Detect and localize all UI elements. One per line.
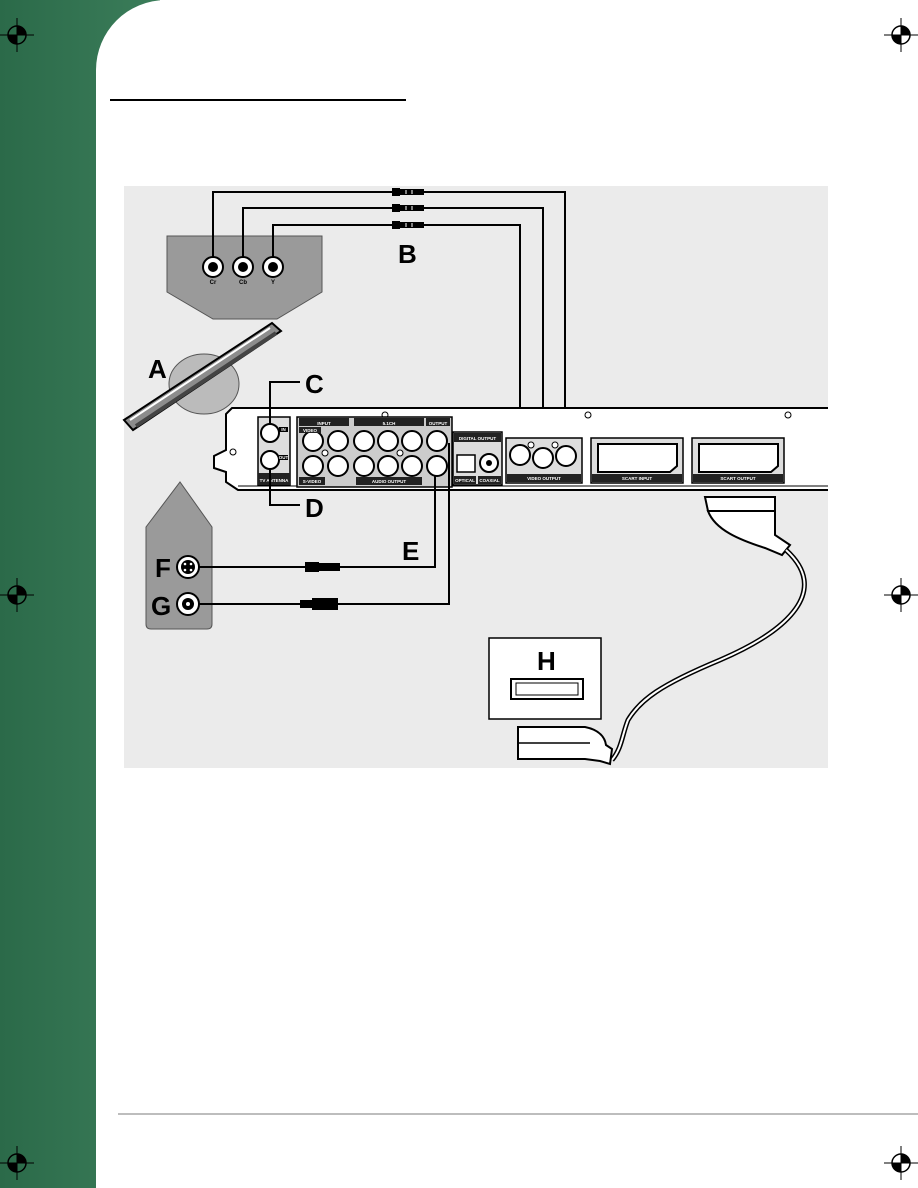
svideo-cable: [199, 476, 436, 572]
registration-mark-mid-right: [884, 578, 918, 612]
video-output-label: VIDEO OUTPUT: [527, 476, 561, 481]
video-jack-label: VIDEO: [303, 428, 318, 433]
digital-output-label: DIGITAL OUTPUT: [459, 436, 497, 441]
output-group-label: OUTPUT: [429, 421, 448, 426]
antenna-in-label: IN: [281, 427, 286, 432]
5-1ch-label: 5.1CH: [383, 421, 396, 426]
footer-rule: [118, 1113, 918, 1115]
label-f: F: [155, 553, 171, 583]
scart-input-label: SCART INPUT: [622, 476, 653, 481]
tv-side-input-panel: [145, 481, 213, 630]
cr-jack: [202, 256, 224, 278]
antenna-cables: [269, 381, 300, 506]
label-d: D: [305, 493, 324, 523]
label-a: A: [148, 354, 167, 384]
registration-mark-bottom-left: [0, 1146, 34, 1180]
component-cable-plugs: [392, 188, 424, 229]
scart-device-h: [488, 637, 602, 720]
tv-component-panel: Cr Cb Y: [166, 235, 323, 320]
tv-antenna-label: TV ANTENNA: [260, 478, 290, 483]
cr-jack-label: Cr: [210, 280, 217, 286]
tv-antenna-jacks: IN OUT TV ANTENNA: [257, 416, 291, 486]
registration-mark-bottom-right: [884, 1146, 918, 1180]
scart-output-port: SCART OUTPUT: [691, 437, 785, 484]
y-jack: [262, 256, 284, 278]
antenna-out-label: OUT: [279, 455, 289, 460]
input-group-label: INPUT: [317, 421, 331, 426]
coaxial-label: COAXIAL: [479, 478, 500, 483]
dvd-rear-panel: IN OUT TV ANTENNA INPUT 5.1CH OUTPUT: [213, 407, 828, 491]
audio-jack-block: INPUT 5.1CH OUTPUT S-VIDEO VIDEO AU: [296, 416, 453, 488]
digital-output-block: DIGITAL OUTPUT OPTICAL COAXIAL: [452, 431, 503, 486]
composite-input-jack: [176, 592, 200, 616]
y-jack-label: Y: [271, 280, 275, 286]
optical-label: OPTICAL: [455, 478, 475, 483]
registration-mark-top-right: [884, 18, 918, 52]
label-h: H: [537, 646, 556, 676]
label-e: E: [402, 536, 419, 566]
svideo-input-jack: [176, 555, 200, 579]
scart-output-label: SCART OUTPUT: [720, 476, 755, 481]
registration-mark-mid-left: [0, 578, 34, 612]
composite-cable: [199, 443, 450, 610]
heading-rule: [110, 99, 406, 101]
svideo-jack-label: S-VIDEO: [303, 479, 322, 484]
audio-output-label: AUDIO OUTPUT: [372, 479, 407, 484]
label-g: G: [151, 591, 171, 621]
scart-cable: [517, 496, 807, 766]
label-b: B: [398, 239, 417, 269]
antenna-device: [122, 321, 283, 432]
registration-mark-top-left: [0, 18, 34, 52]
cb-jack: [232, 256, 254, 278]
cb-jack-label: Cb: [239, 280, 247, 286]
scart-input-port: SCART INPUT: [590, 437, 684, 484]
video-output-block: VIDEO OUTPUT: [505, 437, 583, 484]
label-c: C: [305, 369, 324, 399]
